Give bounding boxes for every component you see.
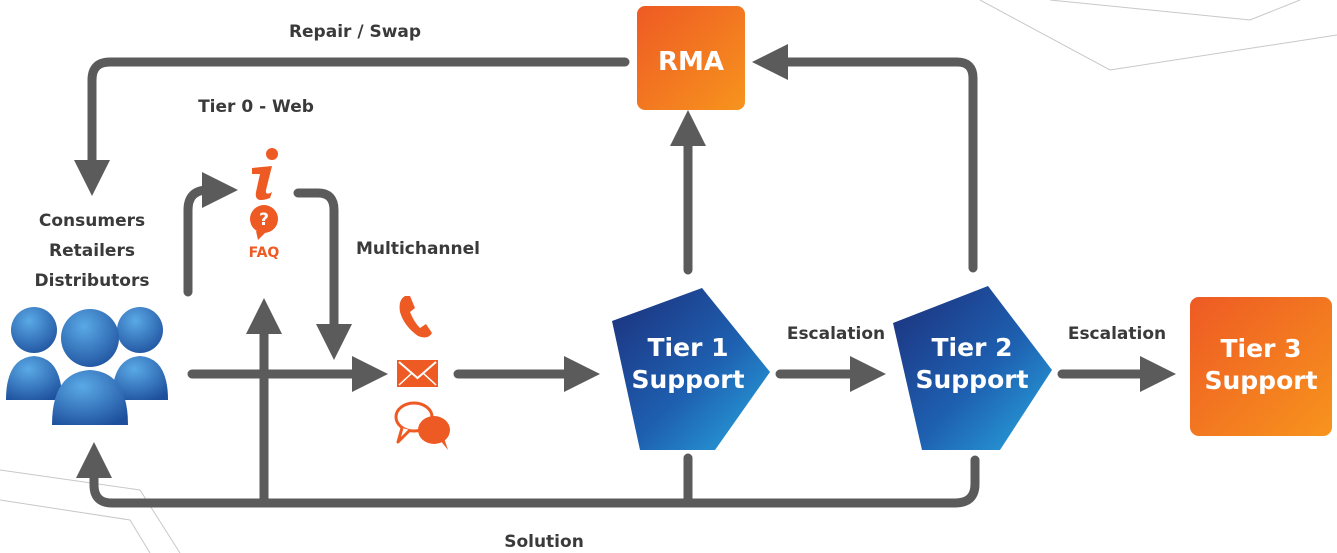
multichannel-label: Multichannel bbox=[356, 239, 480, 259]
tier2-node: Tier 2 Support bbox=[893, 286, 1052, 450]
tier3-line2: Support bbox=[1204, 366, 1317, 395]
chat-bubbles-icon bbox=[394, 401, 450, 450]
escalation-label-2: Escalation bbox=[1068, 324, 1166, 344]
arrow-to-tier0 bbox=[183, 172, 238, 297]
tier1-line1: Tier 1 bbox=[647, 333, 728, 362]
rma-label: RMA bbox=[658, 47, 724, 77]
users-group-icon bbox=[6, 307, 168, 425]
consumers-label: Consumers bbox=[39, 211, 145, 231]
repair-swap-label: Repair / Swap bbox=[289, 22, 421, 42]
tier1-node: Tier 1 Support bbox=[612, 288, 770, 450]
arrow-solution bbox=[76, 442, 980, 508]
faq-label: FAQ bbox=[249, 245, 280, 261]
tier0-label: Tier 0 - Web bbox=[198, 97, 314, 117]
info-icon bbox=[252, 148, 278, 200]
question-icon: ? bbox=[250, 205, 278, 240]
arrows bbox=[74, 44, 1176, 508]
tier3-line1: Tier 3 bbox=[1220, 334, 1301, 363]
distributors-label: Distributors bbox=[35, 271, 150, 291]
arrow-tier2-to-rma bbox=[752, 44, 978, 273]
escalation-label-1: Escalation bbox=[787, 324, 885, 344]
retailers-label: Retailers bbox=[49, 241, 135, 261]
svg-text:?: ? bbox=[259, 210, 269, 230]
arrow-tier0-to-multichannel bbox=[293, 188, 352, 360]
tier2-line2: Support bbox=[915, 365, 1028, 394]
tier2-line1: Tier 2 bbox=[931, 333, 1012, 362]
tier3-node: Tier 3 Support bbox=[1190, 297, 1332, 436]
solution-label: Solution bbox=[504, 532, 584, 552]
arrow-repair-swap bbox=[74, 57, 630, 196]
phone-icon bbox=[399, 296, 432, 338]
envelope-icon bbox=[397, 360, 438, 387]
rma-node: RMA bbox=[637, 6, 745, 110]
tier1-line2: Support bbox=[631, 365, 744, 394]
